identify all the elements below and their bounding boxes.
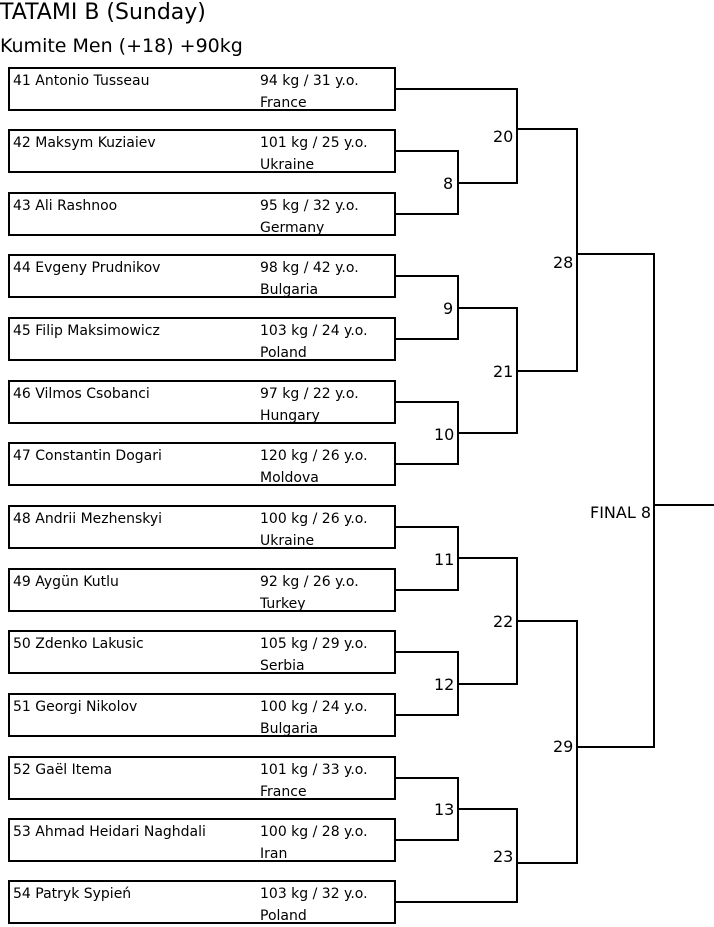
bracket-line-29 — [517, 620, 578, 864]
competitor-box: 52 Gaël Itema 101 kg / 33 y.o. France — [8, 756, 396, 800]
competitor-name: 47 Constantin Dogari — [13, 448, 162, 464]
competitor-weight-age: 95 kg / 32 y.o. — [260, 198, 359, 214]
competitor-name: 50 Zdenko Lakusic — [13, 636, 144, 652]
competitor-weight-age: 103 kg / 32 y.o. — [260, 886, 368, 902]
competitor-country: Serbia — [260, 658, 305, 674]
competitor-name: 52 Gaël Itema — [13, 762, 113, 778]
competitor-country: Turkey — [260, 596, 306, 612]
competitor-name: 54 Patryk Sypień — [13, 886, 132, 902]
competitor-name: 43 Ali Rashnoo — [13, 198, 118, 214]
competitor-weight-age: 100 kg / 28 y.o. — [260, 824, 368, 840]
competitor-name: 44 Evgeny Prudnikov — [13, 260, 161, 276]
competitor-name: 46 Vilmos Csobanci — [13, 386, 150, 402]
match-label-8: 8 — [443, 174, 454, 193]
bracket-line-final — [577, 253, 655, 748]
match-label-20: 20 — [493, 127, 514, 146]
competitor-name: 48 Andrii Mezhenskyi — [13, 511, 163, 527]
match-label-23: 23 — [493, 847, 514, 866]
competitor-country: Ukraine — [260, 533, 315, 549]
match-label-9: 9 — [443, 299, 454, 318]
competitor-country: Hungary — [260, 408, 320, 424]
competitor-weight-age: 101 kg / 33 y.o. — [260, 762, 368, 778]
competitor-country: France — [260, 784, 307, 800]
competitor-box: 43 Ali Rashnoo 95 kg / 32 y.o. Germany — [8, 192, 396, 236]
competitor-country: Bulgaria — [260, 282, 319, 298]
category-subtitle: Kumite Men (+18) +90kg — [0, 35, 243, 57]
competitor-weight-age: 97 kg / 22 y.o. — [260, 386, 359, 402]
competitor-box: 50 Zdenko Lakusic 105 kg / 29 y.o. Serbi… — [8, 630, 396, 674]
match-label-21: 21 — [493, 362, 514, 381]
competitor-weight-age: 100 kg / 26 y.o. — [260, 511, 368, 527]
competitor-weight-age: 100 kg / 24 y.o. — [260, 699, 368, 715]
competitor-box: 53 Ahmad Heidari Naghdali 100 kg / 28 y.… — [8, 818, 396, 862]
bracket-line-20 — [396, 88, 518, 184]
match-label-28: 28 — [553, 253, 574, 272]
competitor-box: 48 Andrii Mezhenskyi 100 kg / 26 y.o. Uk… — [8, 505, 396, 549]
competitor-box: 54 Patryk Sypień 103 kg / 32 y.o. Poland — [8, 880, 396, 924]
page-title: TATAMI B (Sunday) — [0, 0, 206, 25]
competitor-country: France — [260, 95, 307, 111]
competitor-weight-age: 105 kg / 29 y.o. — [260, 636, 368, 652]
competitor-weight-age: 92 kg / 26 y.o. — [260, 574, 359, 590]
competitor-box: 49 Aygün Kutlu 92 kg / 26 y.o. Turkey — [8, 568, 396, 612]
competitor-name: 49 Aygün Kutlu — [13, 574, 119, 590]
competitor-box: 47 Constantin Dogari 120 kg / 26 y.o. Mo… — [8, 442, 396, 486]
match-label-11: 11 — [434, 550, 455, 569]
match-label-13: 13 — [434, 800, 455, 819]
competitor-box: 42 Maksym Kuziaiev 101 kg / 25 y.o. Ukra… — [8, 129, 396, 173]
competitor-country: Bulgaria — [260, 721, 319, 737]
competitor-country: Ukraine — [260, 157, 315, 173]
competitor-weight-age: 120 kg / 26 y.o. — [260, 448, 368, 464]
competitor-weight-age: 101 kg / 25 y.o. — [260, 135, 368, 151]
match-label-final: FINAL 8 — [590, 503, 652, 522]
competitor-box: 46 Vilmos Csobanci 97 kg / 22 y.o. Hunga… — [8, 380, 396, 424]
competitor-country: Moldova — [260, 470, 319, 486]
competitor-weight-age: 103 kg / 24 y.o. — [260, 323, 368, 339]
match-label-22: 22 — [493, 612, 514, 631]
match-label-29: 29 — [553, 737, 574, 756]
competitor-name: 42 Maksym Kuziaiev — [13, 135, 156, 151]
competitor-box: 51 Georgi Nikolov 100 kg / 24 y.o. Bulga… — [8, 693, 396, 737]
competitor-country: Poland — [260, 908, 307, 924]
competitor-name: 45 Filip Maksimowicz — [13, 323, 160, 339]
competitor-box: 44 Evgeny Prudnikov 98 kg / 42 y.o. Bulg… — [8, 254, 396, 298]
competitor-name: 41 Antonio Tusseau — [13, 73, 150, 89]
competitor-name: 53 Ahmad Heidari Naghdali — [13, 824, 206, 840]
competitor-country: Poland — [260, 345, 307, 361]
competitor-weight-age: 94 kg / 31 y.o. — [260, 73, 359, 89]
competitor-country: Iran — [260, 846, 288, 862]
bracket-line-23 — [396, 808, 518, 903]
competitor-country: Germany — [260, 220, 325, 236]
bracket-line-28 — [517, 128, 578, 372]
match-label-10: 10 — [434, 425, 455, 444]
competitor-box: 45 Filip Maksimowicz 103 kg / 24 y.o. Po… — [8, 317, 396, 361]
competitor-weight-age: 98 kg / 42 y.o. — [260, 260, 359, 276]
match-label-12: 12 — [434, 675, 455, 694]
competitor-box: 41 Antonio Tusseau 94 kg / 31 y.o. Franc… — [8, 67, 396, 111]
competitor-name: 51 Georgi Nikolov — [13, 699, 138, 715]
